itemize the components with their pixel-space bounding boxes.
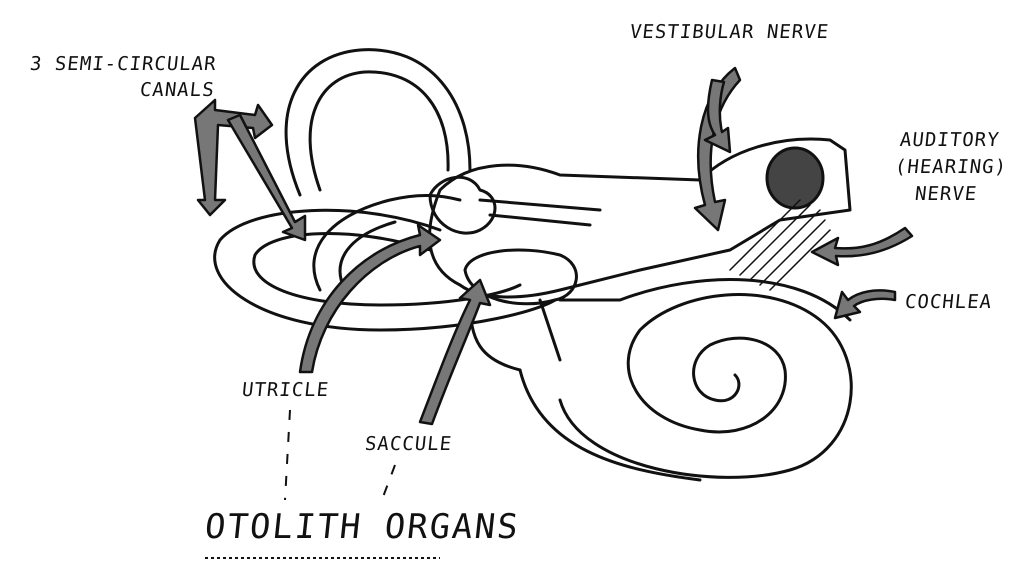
label-utricle: UTRICLE: [240, 379, 331, 401]
lateral-canal: [213, 208, 557, 332]
vestibular-nerve-arrow-2: [703, 78, 732, 154]
saccule-shape: [463, 248, 578, 306]
nerve-cross-section: [765, 146, 825, 210]
vestibule: [428, 137, 852, 299]
canal-arrow: [193, 98, 274, 217]
utricle-dash: [284, 409, 291, 501]
cochlea-spiral: [558, 293, 853, 479]
utricle-shape: [428, 175, 497, 235]
label-auditory-3: NERVE: [913, 183, 979, 205]
label-saccule: SACCULE: [363, 433, 454, 455]
label-auditory-1: AUDITORY: [898, 129, 1001, 151]
label-cochlea: COCHLEA: [903, 291, 994, 313]
label-canals-2: CANALS: [138, 79, 216, 101]
label-otolith-organs: OTOLITH ORGANS: [202, 507, 522, 547]
auditory-nerve-arrow: [810, 226, 914, 267]
cochlea-arrow: [833, 289, 897, 320]
utricle-arrow: [298, 223, 442, 374]
saccule-arrow: [418, 278, 492, 426]
auditory-nerve-fibers: [729, 199, 831, 291]
label-vestibular-nerve: VESTIBULAR NERVE: [628, 21, 831, 43]
duct-lines: [468, 198, 602, 372]
canal-arrow-2: [226, 113, 307, 242]
label-auditory-2: (HEARING): [893, 156, 1009, 178]
cochlea-outer: [518, 278, 852, 482]
superior-canal: [284, 48, 472, 197]
saccule-dash: [379, 464, 396, 506]
label-canals-1: 3 SEMI-CIRCULAR: [28, 53, 218, 75]
